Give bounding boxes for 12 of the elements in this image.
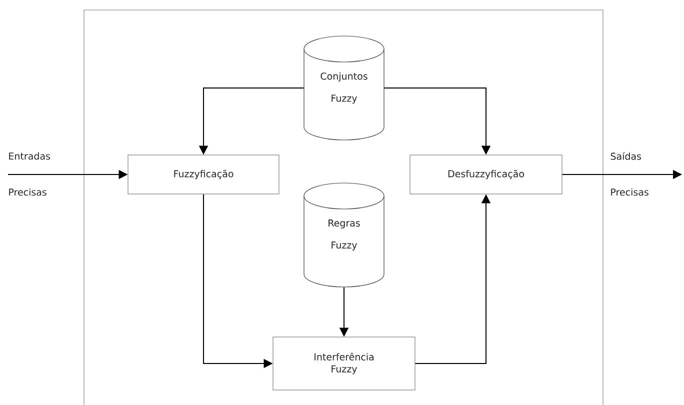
process-box: Interferência Fuzzy — [272, 336, 416, 390]
process-box: Desfuzzyficação — [410, 154, 562, 194]
node-label: Regras Fuzzy — [328, 220, 360, 250]
io-label: Precisas — [611, 188, 648, 196]
frame-box — [84, 10, 604, 405]
database-cylinder: Regras Fuzzy — [304, 182, 384, 288]
process-box: Fuzzyficação — [128, 154, 280, 194]
io-label: Precisas — [9, 188, 46, 196]
database-cylinder: Conjuntos Fuzzy — [304, 36, 384, 140]
io-label: Saídas — [610, 152, 642, 160]
io-label: Entradas — [9, 152, 50, 160]
node-label: Conjuntos Fuzzy — [320, 72, 368, 104]
